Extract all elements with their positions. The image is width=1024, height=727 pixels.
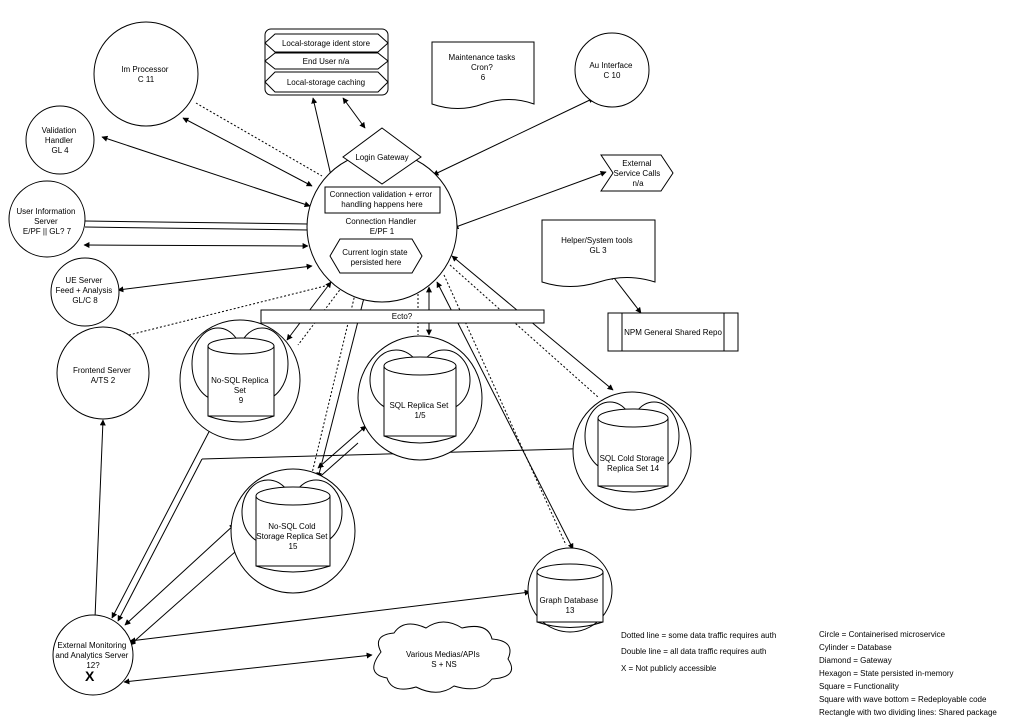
connection-handler-label: Connection Handler E/PF 1 <box>346 217 419 236</box>
au-interface-node[interactable]: Au Interface C 10 <box>574 32 650 108</box>
legend-square: Square = Functionality <box>819 682 899 691</box>
edge-user-info-3 <box>83 242 309 249</box>
local-storage-caching-hexagon <box>264 71 389 93</box>
npm-shared-repo-node[interactable]: NPM General Shared Repo <box>607 312 739 352</box>
edge-mon-graph <box>129 589 531 644</box>
end-user-label: End User n/a <box>303 57 350 66</box>
graph-database-label: Graph Database 13 <box>540 596 601 615</box>
login-state-hexagon <box>329 238 423 274</box>
legend-diamond: Diamond = Gateway <box>819 656 892 665</box>
note-not-public: X = Not publicly accessible <box>621 664 717 673</box>
ue-server-node[interactable]: UE Server Feed + Analysis GL/C 8 <box>50 257 120 327</box>
edge-au-interface <box>432 97 595 176</box>
edge-user-info-1 <box>84 220 309 225</box>
im-processor-node[interactable]: Im Processor C 11 <box>93 21 199 127</box>
external-monitoring-node[interactable]: External Monitoring and Analytics Server… <box>52 614 134 696</box>
media-apis-label: Various Medias/APIs S + NS <box>406 650 482 669</box>
validation-handler-label: Validation Handler GL 4 <box>42 126 79 155</box>
sql-cold-storage-label: SQL Cold Storage Replica Set 14 <box>600 454 667 473</box>
edge-mon-frontend <box>94 419 106 619</box>
helper-tools-node[interactable]: Helper/System tools GL 3 <box>541 219 656 287</box>
edge-user-info-2 <box>84 226 309 231</box>
npm-shared-repo-label: NPM General Shared Repo <box>624 328 722 337</box>
login-state-label: Current login state persisted here <box>342 248 410 267</box>
legend-hexagon: Hexagon = State persisted in-memory <box>819 669 954 678</box>
edge-local-storage-1 <box>311 97 334 181</box>
edge-im-processor <box>182 117 313 187</box>
ue-server-label: UE Server Feed + Analysis GL/C 8 <box>56 276 115 305</box>
im-processor-label: Im Processor C 11 <box>121 65 170 84</box>
notes-block: Dotted line = some data traffic requires… <box>621 631 776 673</box>
edge-graph <box>436 281 574 550</box>
note-dotted-line: Dotted line = some data traffic requires… <box>621 631 776 640</box>
nosql-replica-node[interactable]: No-SQL Replica Set 9 <box>179 319 301 441</box>
nosql-replica-label: No-SQL Replica Set 9 <box>211 376 271 405</box>
edge-mon-sqlcold <box>117 458 203 622</box>
not-public-marker: X <box>85 668 95 684</box>
edge-mon-media <box>123 652 373 685</box>
ecto-bar[interactable]: Ecto? <box>260 309 545 324</box>
legend-wave-square: Square with wave bottom = Redeployable c… <box>819 695 987 704</box>
sql-replica-node[interactable]: SQL Replica Set 1/5 <box>357 335 483 461</box>
login-gateway-diamond <box>342 127 422 185</box>
local-storage-caching-label: Local-storage caching <box>287 78 365 87</box>
note-double-line: Double line = all data traffic requires … <box>621 647 767 656</box>
external-service-calls-node[interactable]: External Service Calls n/a <box>600 154 674 192</box>
legend-cylinder: Cylinder = Database <box>819 643 892 652</box>
edge-mon-nosqlcold <box>124 523 236 626</box>
sql-cold-storage-node[interactable]: SQL Cold Storage Replica Set 14 <box>572 391 692 511</box>
nosql-cold-storage-node[interactable]: No-SQL Cold Storage Replica Set 15 <box>230 468 356 594</box>
end-user-hexagon <box>264 52 389 70</box>
legend-rect-dividers: Rectangle with two dividing lines: Share… <box>819 708 997 717</box>
legend-circle: Circle = Containerised microservice <box>819 630 946 639</box>
connection-validation-label: Connection validation + error handling h… <box>330 190 435 209</box>
edge-validation <box>101 135 311 208</box>
connection-handler-node[interactable]: Login Gateway Connection validation + er… <box>306 127 458 303</box>
external-service-calls-label: External Service Calls n/a <box>614 159 663 188</box>
frontend-server-label: Frontend Server A/TS 2 <box>73 366 133 385</box>
connection-validation-box <box>324 186 441 214</box>
local-storage-ident-hexagon <box>264 33 389 53</box>
edge-mon-nosql <box>111 425 213 619</box>
maintenance-tasks-label: Maintenance tasks Cron? 6 <box>449 53 518 82</box>
media-apis-cloud[interactable]: Various Medias/APIs S + NS <box>373 621 512 693</box>
edge-sql-nosql-cold <box>317 425 367 469</box>
user-info-server-label: User Information Server E/PF || GL? 7 <box>16 207 77 236</box>
local-storage-ident-label: Local-storage ident store <box>282 39 371 48</box>
login-gateway-label: Login Gateway <box>355 153 408 162</box>
edge-external-calls <box>452 171 607 229</box>
edge-im-processor-dotted <box>195 102 323 177</box>
external-monitoring-label: External Monitoring and Analytics Server… <box>55 641 130 670</box>
edge-ue-server <box>117 263 313 293</box>
frontend-server-node[interactable]: Frontend Server A/TS 2 <box>56 326 150 420</box>
au-interface-label: Au Interface C 10 <box>589 61 634 80</box>
graph-database-node[interactable]: Graph Database 13 <box>527 547 613 633</box>
maintenance-tasks-node[interactable]: Maintenance tasks Cron? 6 <box>431 41 535 109</box>
sql-replica-label: SQL Replica Set 1/5 <box>389 401 450 420</box>
edge-helper-npm <box>610 273 642 314</box>
ecto-label: Ecto? <box>392 312 413 321</box>
nosql-cold-storage-label: No-SQL Cold Storage Replica Set 15 <box>256 522 329 551</box>
local-storage-group[interactable]: Local-storage ident store End User n/a L… <box>264 28 389 96</box>
user-info-server-node[interactable]: User Information Server E/PF || GL? 7 <box>8 180 86 258</box>
validation-handler-node[interactable]: Validation Handler GL 4 <box>25 105 95 175</box>
helper-tools-label: Helper/System tools GL 3 <box>561 236 635 255</box>
edge-local-storage-2 <box>342 97 366 129</box>
legend-block: Circle = Containerised microservice Cyli… <box>819 630 997 717</box>
